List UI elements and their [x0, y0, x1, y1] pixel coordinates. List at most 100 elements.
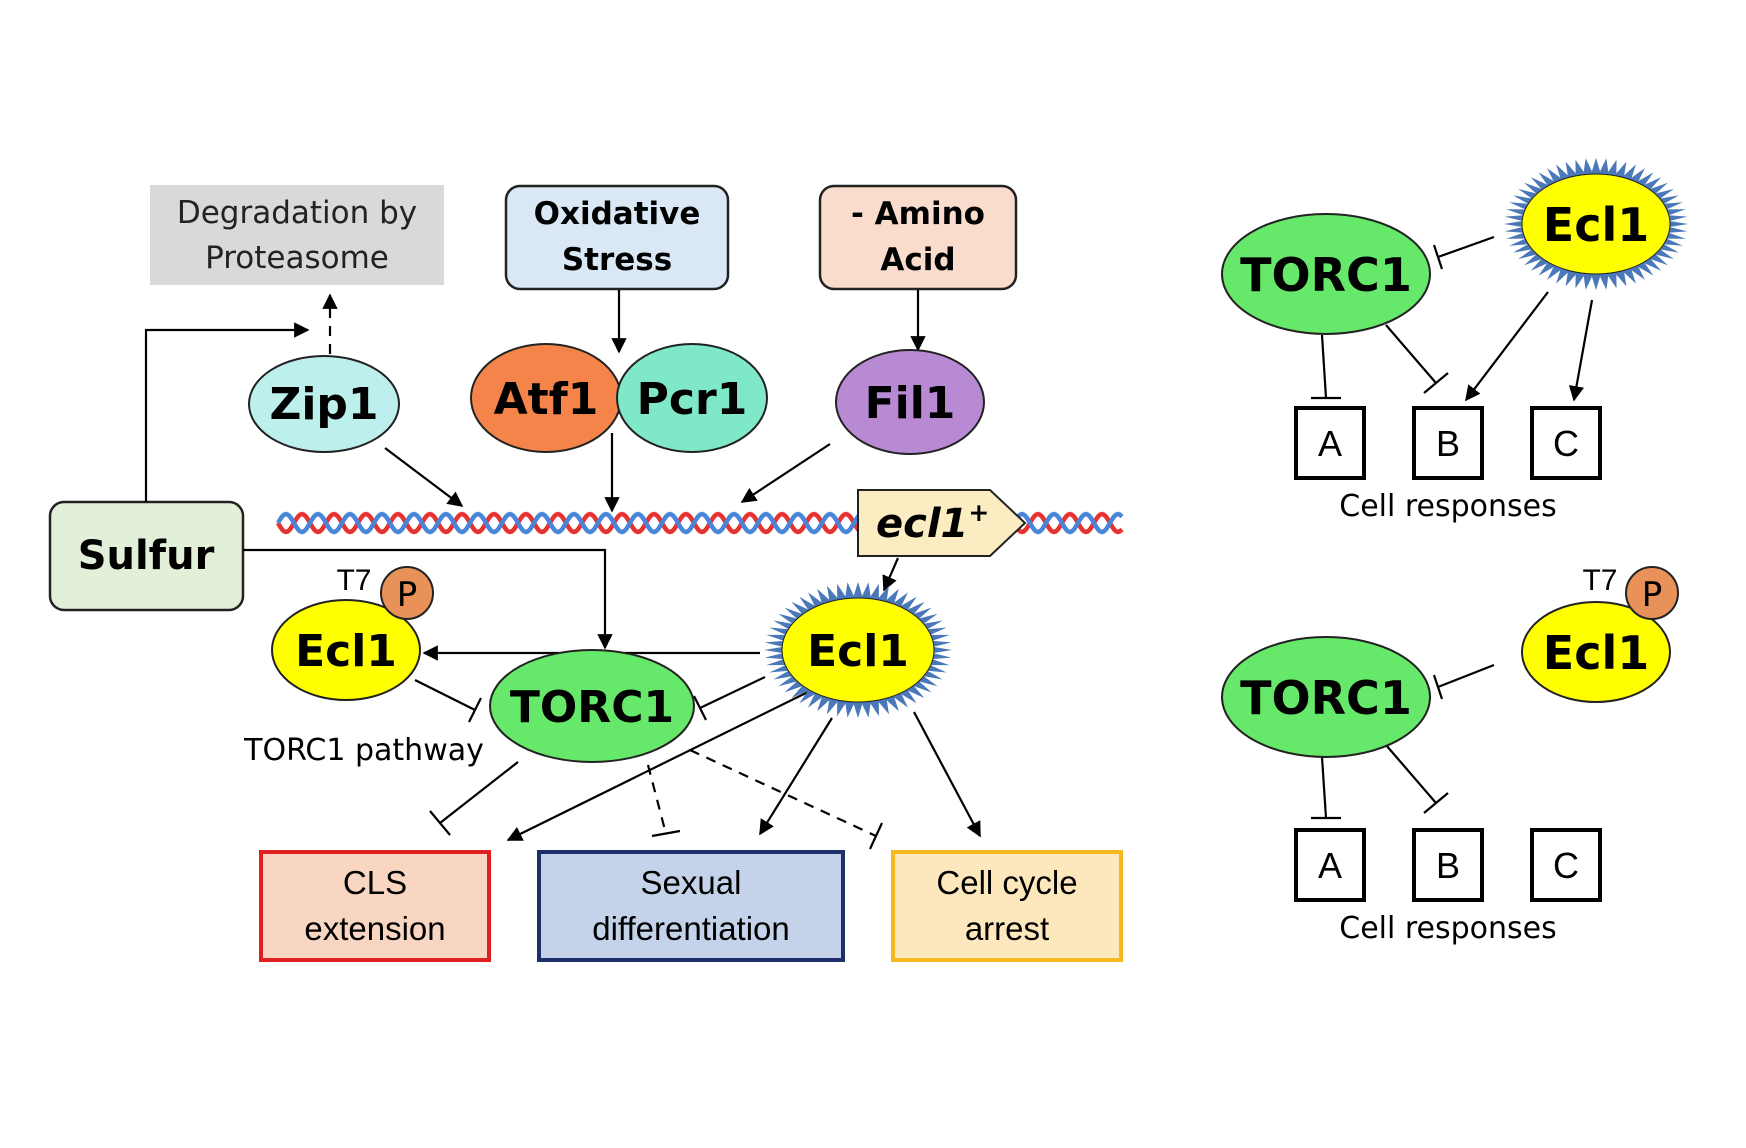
rt-ecl1-b-arrow [1465, 291, 1549, 402]
rb-ecl1-torc1-inhibit [1437, 663, 1495, 689]
cls-label-1: CLS [343, 864, 407, 901]
pcr1-ellipse [616, 343, 768, 453]
sexual-label-2: differentiation [592, 910, 790, 947]
amino-label-2: Acid [880, 242, 955, 278]
rb-cell-responses-label: Cell responses [1339, 911, 1557, 946]
gene-name: ecl1+ [876, 498, 989, 547]
fil1-ellipse [835, 349, 985, 455]
torc1-cellcycle-inhibit [689, 749, 877, 837]
rt-response-b-box [1412, 406, 1484, 480]
amino-label-1: - Amino [851, 196, 985, 232]
rt-ecl1-ellipse [1521, 173, 1671, 275]
t7-label: T7 [336, 564, 371, 597]
sexual-box-bg [537, 850, 845, 962]
atf1-label: Atf1 [494, 374, 599, 425]
rt-torc1-label: TORC1 [1240, 248, 1412, 302]
rt-response-a: A [1318, 423, 1342, 464]
rt-ecl1-torc1-inhibit-bar [1432, 244, 1444, 270]
rb-torc1-label: TORC1 [1240, 671, 1412, 725]
rt-ecl1-torc1-inhibit [1437, 235, 1495, 259]
rb-torc1-b-inhibit-bar [1423, 792, 1449, 814]
oxidative-label-2: Stress [562, 242, 672, 278]
rb-phospho-ecl1-label: Ecl1 [1543, 626, 1649, 680]
oxidative-label-1: Oxidative [534, 196, 701, 232]
ecl1-torc1-inhibit [699, 676, 766, 709]
cell-cycle-arrest-box: Cell cycle arrest [891, 850, 1123, 962]
sexual-differentiation-box: Sexual differentiation [537, 850, 845, 962]
sulfur-torc1-arrow [243, 548, 613, 650]
torc1-label: TORC1 [510, 682, 674, 733]
fil1-dna-arrow [740, 443, 831, 503]
rb-response-b-box [1412, 828, 1484, 902]
torc1-cls-inhibit-bar [429, 810, 451, 836]
phospho-ecl1: Ecl1 P T7 [271, 564, 434, 701]
rt-response-a-box [1294, 406, 1366, 480]
cellcycle-label-2: arrest [965, 910, 1049, 947]
rb-ecl1-torc1-inhibit-bar [1432, 674, 1444, 700]
torc1-pathway-label: TORC1 pathway [243, 733, 484, 768]
rb-torc1-a-inhibit [1320, 756, 1328, 819]
rt-response-c-box [1530, 406, 1602, 480]
right-top-panel: TORC1 Ecl1 A B C Cell responses [1221, 158, 1688, 524]
rt-torc1-a-inhibit [1320, 334, 1328, 399]
rt-response-c: C [1553, 423, 1579, 464]
cls-extension-box: CLS extension [259, 850, 491, 962]
cellcycle-box-bg [891, 850, 1123, 962]
phospho-ecl1-label: Ecl1 [295, 626, 397, 677]
rb-t7-label: T7 [1582, 564, 1617, 597]
oxidative-stress-box: Oxidative Stress [504, 184, 730, 291]
degradation-label-1: Degradation by [177, 195, 417, 231]
ecl1-torc1-inhibit-bar [693, 695, 707, 721]
rb-phospho-ecl1-ellipse [1521, 601, 1671, 703]
phospho-circle [380, 566, 434, 620]
rt-ecl1-c-arrow [1568, 299, 1594, 402]
pecl1-torc1-inhibit-bar [468, 697, 482, 723]
torc1-cls-inhibit [439, 761, 519, 824]
cls-label-2: extension [304, 910, 445, 947]
sulfur-box: Sulfur [48, 500, 245, 612]
rb-phospho-circle [1625, 566, 1679, 620]
amino-acid-box: - Amino Acid [818, 184, 1018, 291]
rt-torc1-b-inhibit [1385, 324, 1437, 384]
phospho-ecl1-ellipse [271, 599, 421, 701]
ecl1-cls-arrow [506, 689, 813, 841]
rb-response-c: C [1553, 845, 1579, 886]
atf1-protein: Atf1 [470, 343, 622, 453]
gene-ecl1-arrow [882, 557, 900, 592]
pcr1-label: Pcr1 [637, 374, 748, 425]
phospho-label: P [397, 575, 418, 615]
torc1-left: TORC1 [489, 649, 695, 763]
rt-ecl1-label: Ecl1 [1543, 198, 1649, 252]
torc1-cellcycle-inhibit-bar [869, 822, 883, 850]
active-ecl1-ellipse [781, 597, 935, 703]
pcr1-protein: Pcr1 [616, 343, 768, 453]
rt-response-b: B [1436, 423, 1460, 464]
torc1-ellipse [489, 649, 695, 763]
rt-torc1-b-inhibit-bar [1423, 372, 1449, 394]
rt-torc1-ellipse [1221, 213, 1431, 335]
rb-torc1-b-inhibit [1385, 744, 1437, 804]
ecl1-sexual-arrow [759, 717, 833, 836]
torc1-sexual-inhibit-bar [651, 829, 681, 838]
fil1-protein: Fil1 [835, 349, 985, 455]
ecl1-cellcycle-arrow [913, 711, 981, 838]
rb-response-b: B [1436, 845, 1460, 886]
degradation-box: Degradation by Proteasome [150, 185, 444, 285]
degradation-label-2: Proteasome [205, 240, 389, 276]
ecl1-gene-tag: ecl1+ [857, 489, 1027, 557]
cellcycle-label-1: Cell cycle [936, 864, 1077, 901]
zip1-label: Zip1 [269, 379, 378, 430]
sulfur-label: Sulfur [78, 533, 215, 579]
zip1-dna-arrow [384, 447, 464, 507]
sulfur-to-degradation-arrow [144, 322, 310, 502]
rb-response-a-box [1294, 828, 1366, 902]
amino-box-bg [818, 184, 1018, 291]
gene-tag-shape [857, 489, 1027, 557]
right-bottom-panel: TORC1 Ecl1 P T7 A B C Cell responses [1221, 564, 1679, 946]
active-ecl1-label: Ecl1 [807, 626, 909, 677]
zip1-ellipse [248, 355, 400, 453]
fil1-label: Fil1 [865, 378, 956, 429]
rb-phospho-label: P [1642, 575, 1663, 615]
rb-torc1-ellipse [1221, 636, 1431, 758]
rb-response-c-box [1530, 828, 1602, 902]
